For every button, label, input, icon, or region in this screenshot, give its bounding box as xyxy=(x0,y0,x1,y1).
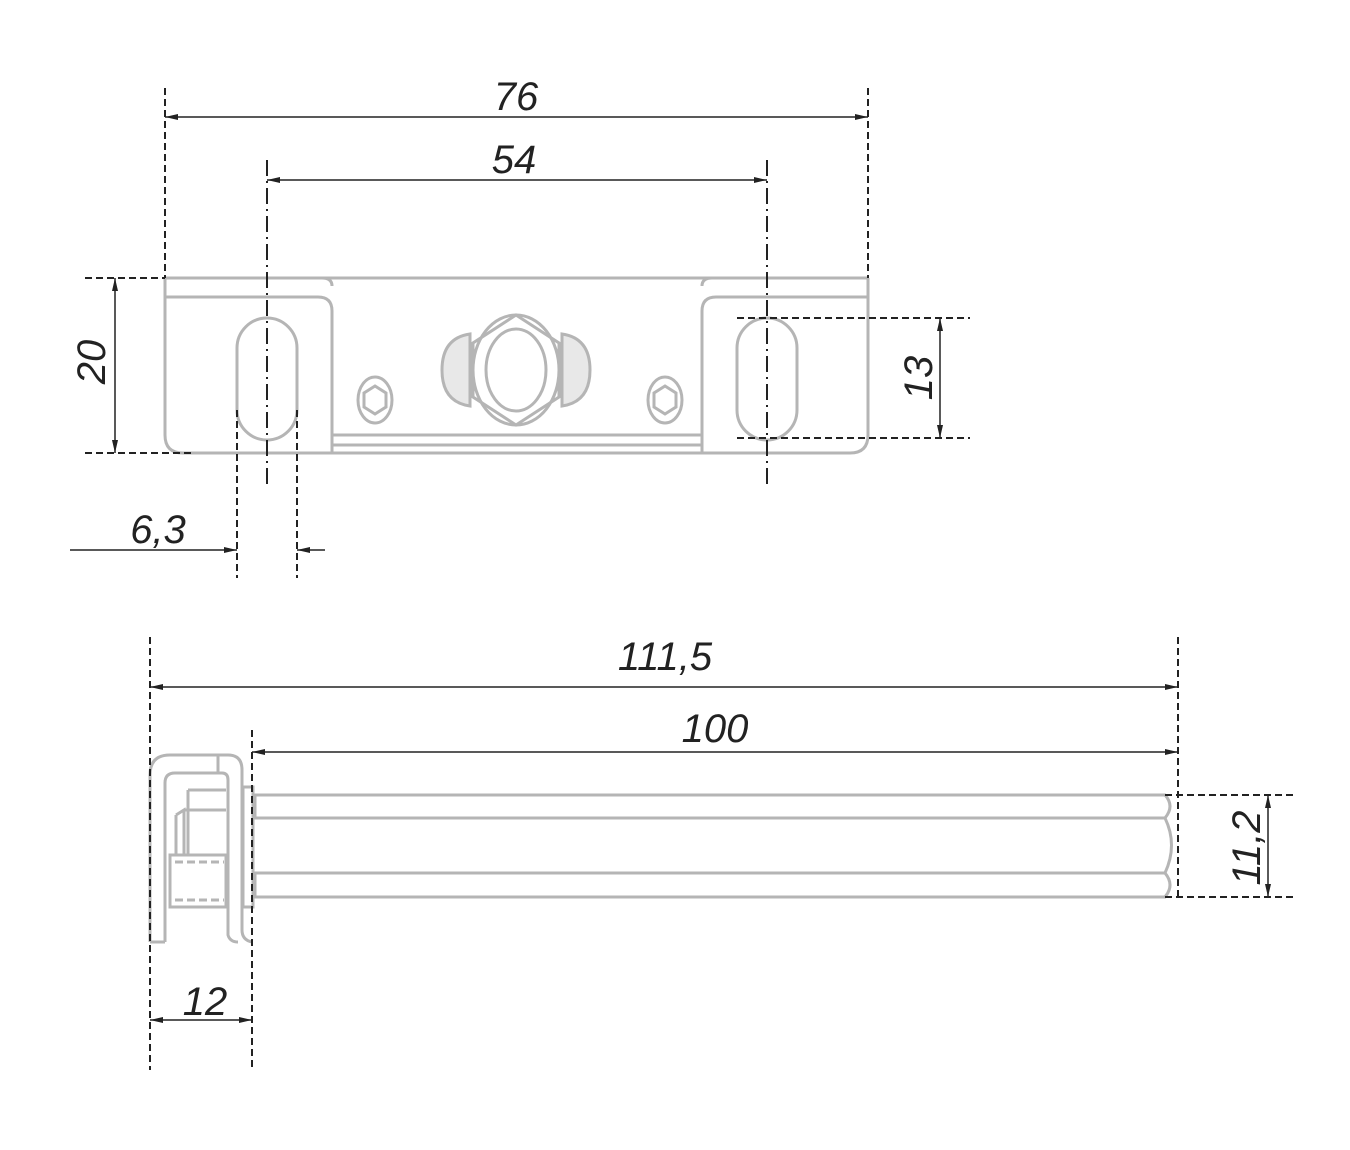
dim-slot-length: 13 xyxy=(897,356,941,401)
hex-screw-icon xyxy=(356,375,394,425)
hex-nut-icon xyxy=(440,313,592,427)
side-view-dimensions: 111,5 100 11,2 12 xyxy=(149,635,1295,1070)
dim-overall-width: 76 xyxy=(494,75,539,119)
top-view-part xyxy=(163,276,870,455)
dim-rod-height: 11,2 xyxy=(1225,811,1269,886)
side-view-part xyxy=(148,753,1173,944)
hex-screw-icon xyxy=(646,375,684,425)
dim-rod-length: 100 xyxy=(682,707,749,751)
dim-slot-width: 6,3 xyxy=(130,508,186,552)
dim-height: 20 xyxy=(70,340,114,386)
dim-slot-spacing: 54 xyxy=(492,138,537,182)
dim-overall-length: 111,5 xyxy=(618,635,713,679)
top-view-dimensions: 76 54 20 13 6,3 xyxy=(70,75,970,578)
dim-bracket-depth: 12 xyxy=(183,980,228,1024)
